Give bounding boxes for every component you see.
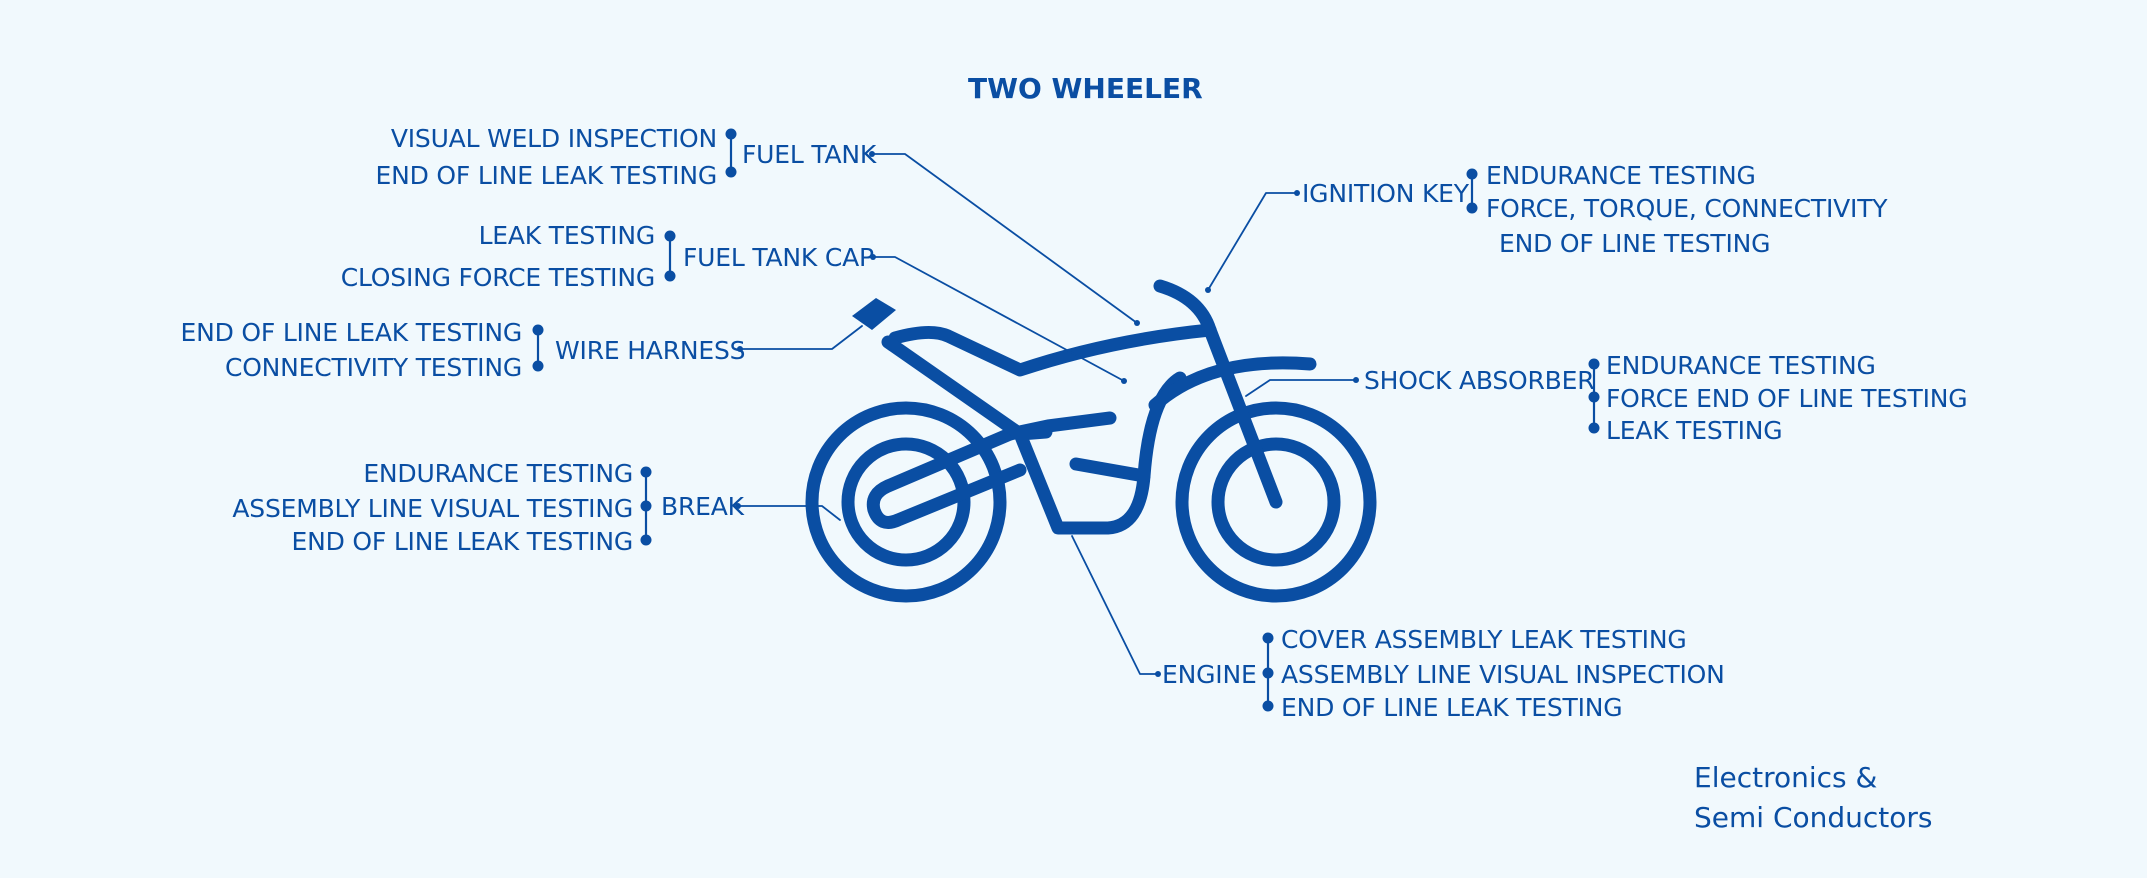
brand-caption: Electronics & Semi Conductors	[1694, 758, 1933, 838]
seat-tail-shape	[852, 298, 896, 330]
engine-test-2: ASSEMBLY LINE VISUAL INSPECTION	[1281, 660, 1725, 689]
wire-harness-label: WIRE HARNESS	[555, 336, 746, 365]
shock-absorber-label: SHOCK ABSORBER	[1364, 366, 1595, 395]
engine-label: ENGINE	[1162, 660, 1257, 689]
fuel-tank-cap-label: FUEL TANK CAP	[683, 243, 874, 272]
fuel-tank-cap-test-1: LEAK TESTING	[478, 221, 656, 250]
bracket-dots	[532, 128, 1600, 712]
brand-line-2: Semi Conductors	[1694, 801, 1933, 834]
motorcycle-icon	[805, 279, 1377, 603]
fuel-tank-label: FUEL TANK	[742, 140, 877, 169]
fuel-tank-test-2: END OF LINE LEAK TESTING	[375, 161, 718, 190]
leader-lines	[737, 153, 1357, 675]
brake-test-1: ENDURANCE TESTING	[363, 459, 633, 488]
shock-absorber-test-1: ENDURANCE TESTING	[1606, 351, 1876, 380]
wire-harness-test-1: END OF LINE LEAK TESTING	[180, 318, 523, 347]
fuel-tank-test-1: VISUAL WELD INSPECTION	[390, 124, 717, 153]
shock-absorber-test-3: LEAK TESTING	[1606, 416, 1783, 445]
shock-absorber-test-2: FORCE END OF LINE TESTING	[1606, 384, 1968, 413]
brake-label: BREAK	[661, 492, 744, 521]
ignition-key-label: IGNITION KEY	[1302, 179, 1469, 208]
brake-test-3: END OF LINE LEAK TESTING	[291, 527, 634, 556]
diagram-title: TWO WHEELER	[968, 72, 1203, 105]
engine-test-1: COVER ASSEMBLY LEAK TESTING	[1281, 625, 1687, 654]
brake-test-2: ASSEMBLY LINE VISUAL TESTING	[232, 494, 633, 523]
ignition-key-test-2: FORCE, TORQUE, CONNECTIVITY	[1486, 194, 1888, 223]
engine-test-3: END OF LINE LEAK TESTING	[1281, 693, 1623, 722]
fuel-tank-cap-test-2: CLOSING FORCE TESTING	[340, 263, 655, 292]
wire-harness-test-2: CONNECTIVITY TESTING	[224, 353, 522, 382]
ignition-key-test-3: END OF LINE TESTING	[1499, 229, 1771, 258]
brand-line-1: Electronics &	[1694, 761, 1878, 794]
ignition-key-test-1: ENDURANCE TESTING	[1486, 161, 1756, 190]
